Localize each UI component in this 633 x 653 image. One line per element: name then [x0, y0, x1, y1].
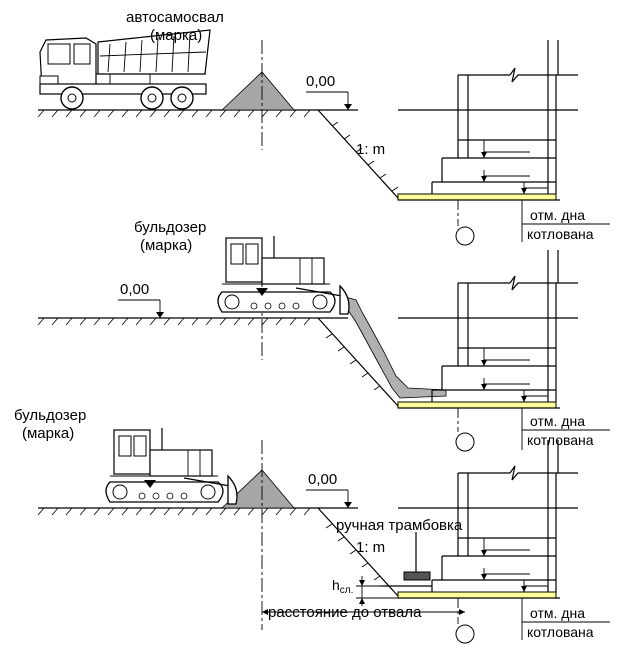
ground-hatch-2 — [37, 317, 311, 326]
pit-slope-1 — [317, 109, 399, 199]
building-foundation-2 — [431, 250, 578, 452]
level-label-2: 0,00 — [120, 281, 149, 298]
level-mark-3 — [306, 489, 352, 508]
dump-truck — [39, 29, 211, 110]
slope-hatch-2 — [325, 333, 381, 391]
layer-height-dimension — [356, 576, 398, 606]
soil-pile-3 — [220, 469, 295, 509]
pit-bottom-layer-3 — [397, 591, 557, 599]
pit-bottom-label-1a: отм. дна — [530, 207, 585, 223]
dump-truck-label: автосамосвал — [126, 9, 224, 26]
bulldozer-2-label: бульдозер — [14, 407, 86, 424]
panel-3-tamping: 0,00 1: m ручная трамбовка hсл. расстоян… — [14, 407, 610, 644]
pit-bottom-layer-2 — [397, 401, 557, 409]
bulldozer-2-model-label: (марка) — [22, 425, 74, 442]
slope-hatch-1 — [331, 121, 399, 192]
pit-bottom-layer-1 — [397, 193, 557, 201]
level-label-3: 0,00 — [308, 471, 337, 488]
building-foundation-1 — [431, 40, 578, 246]
distance-dimension — [262, 609, 465, 615]
pit-slope-2 — [317, 317, 399, 407]
panel-2-bulldozer-backfill: 0,00 отм. дна котлована бульдозер — [37, 219, 610, 452]
hand-tamper — [403, 532, 431, 581]
level-label-1: 0,00 — [306, 73, 335, 90]
bulldozer-2 — [105, 428, 238, 505]
pit-bottom-label-2a: отм. дна — [530, 413, 585, 429]
building-foundation-3 — [431, 440, 578, 644]
pit-bottom-label-3b: котлована — [527, 624, 594, 640]
pit-bottom-label-1b: котлована — [527, 226, 594, 242]
layer-height-symbol: h — [332, 577, 340, 593]
moved-soil-2 — [341, 295, 447, 399]
pit-bottom-label-2b: котлована — [527, 432, 594, 448]
slope-label-3: 1: m — [356, 539, 385, 556]
pit-bottom-label-3a: отм. дна — [530, 605, 585, 621]
slope-hatch-3 — [325, 523, 381, 581]
layer-height-label: hсл. — [332, 577, 353, 596]
ground-hatch-3 — [37, 507, 311, 516]
bulldozer-1-label: бульдозер — [134, 219, 206, 236]
distance-to-dump-label: расстояние до отвала — [268, 604, 422, 621]
ground-hatch-1 — [37, 109, 311, 118]
level-mark-2 — [118, 299, 164, 318]
pit-slope-3 — [317, 507, 399, 597]
hand-tamper-label: ручная трамбовка — [336, 517, 463, 534]
panel-1-truck-loading: 0,00 1: m отм. дна котлована — [37, 9, 610, 246]
dump-truck-model-label: (марка) — [150, 27, 202, 44]
bulldozer-1-model-label: (марка) — [140, 237, 192, 254]
soil-pile-1 — [220, 71, 295, 111]
slope-label-1: 1: m — [356, 141, 385, 158]
level-mark-1 — [306, 91, 352, 110]
layer-height-subscript: сл. — [340, 585, 354, 596]
bulldozer-1 — [217, 236, 350, 315]
